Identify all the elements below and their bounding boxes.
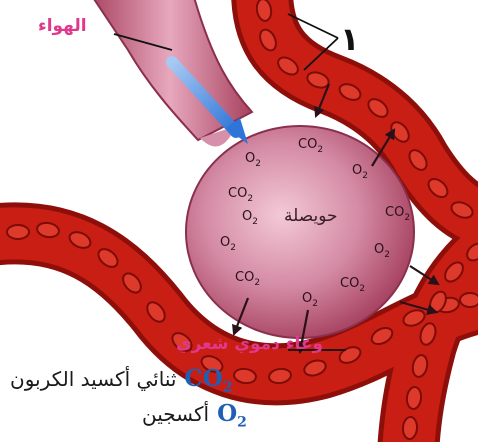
legend-co2-description: ثنائي أكسيد الكربون xyxy=(10,367,176,391)
legend-co2: CO2 ثنائي أكسيد الكربون xyxy=(10,365,233,396)
capillary-label: وعاء دموي شعري xyxy=(176,334,323,354)
legend-o2-symbol: O2 xyxy=(217,400,247,431)
callout-number: ١ xyxy=(340,20,360,58)
legend-o2-description: أكسجين xyxy=(142,402,209,426)
legend-co2-symbol: CO2 xyxy=(184,365,232,396)
air-label: الهواء xyxy=(38,16,87,36)
legend-o2: O2 أكسجين xyxy=(142,400,247,431)
alveolus-label: حويصلة xyxy=(284,206,338,226)
